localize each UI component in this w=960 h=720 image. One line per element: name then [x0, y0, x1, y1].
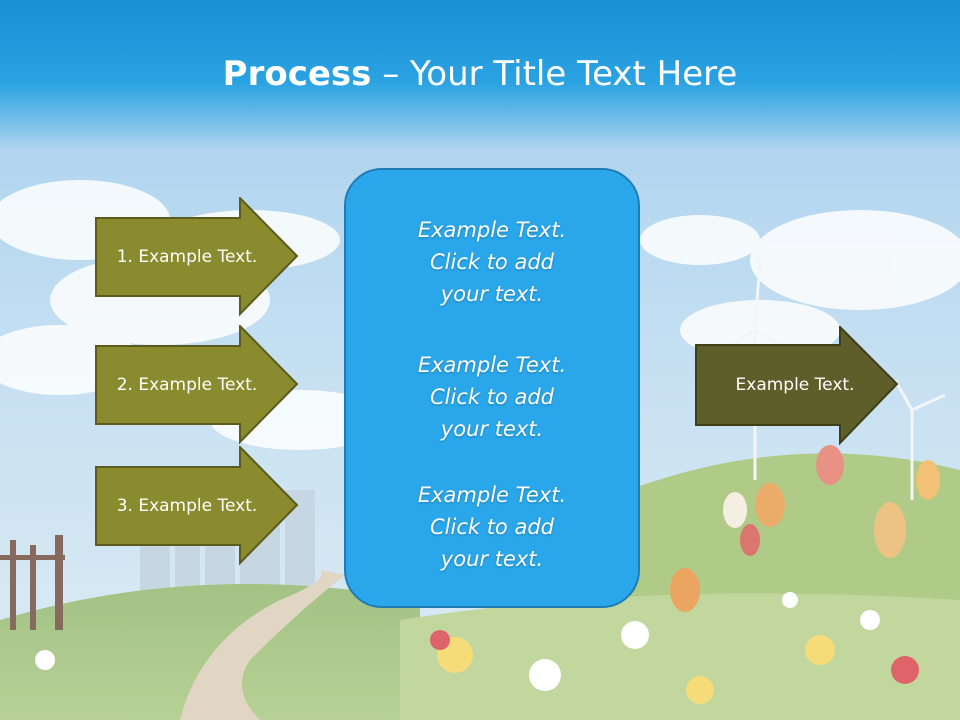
title-dash: – — [371, 54, 411, 94]
right-arrow-label: Example Text. — [735, 375, 855, 395]
center-text-line: Click to add — [429, 250, 554, 274]
center-text-line: Click to add — [429, 385, 554, 409]
center-text-block-3[interactable]: Example Text. Click to add your text. — [346, 479, 638, 575]
right-arrow[interactable]: Example Text. — [695, 326, 899, 446]
center-text-line: Example Text. — [417, 353, 567, 377]
left-arrow-3-label: 3. Example Text. — [116, 496, 258, 516]
title-rest: Your Title Text Here — [410, 54, 738, 94]
center-text-line: Example Text. — [417, 218, 567, 242]
center-text-block-2[interactable]: Example Text. Click to add your text. — [346, 349, 638, 445]
center-text-line: your text. — [440, 282, 544, 306]
left-arrow-3[interactable]: 3. Example Text. — [95, 446, 299, 566]
flowers — [35, 445, 940, 704]
center-text-block-1[interactable]: Example Text. Click to add your text. — [346, 214, 638, 310]
center-text-line: your text. — [440, 417, 544, 441]
center-text-box[interactable]: Example Text. Click to add your text. Ex… — [344, 168, 640, 608]
left-arrow-1-label: 1. Example Text. — [116, 247, 258, 267]
fence — [0, 535, 65, 630]
center-text-line: Example Text. — [417, 483, 567, 507]
title-bold: Process — [222, 54, 372, 94]
left-arrow-2[interactable]: 2. Example Text. — [95, 325, 299, 445]
left-arrow-2-label: 2. Example Text. — [116, 375, 258, 395]
title-bar — [0, 0, 960, 150]
center-text-line: your text. — [440, 547, 544, 571]
left-arrow-1[interactable]: 1. Example Text. — [95, 197, 299, 317]
slide-title[interactable]: Process – Your Title Text Here — [0, 52, 960, 96]
center-text-line: Click to add — [429, 515, 554, 539]
